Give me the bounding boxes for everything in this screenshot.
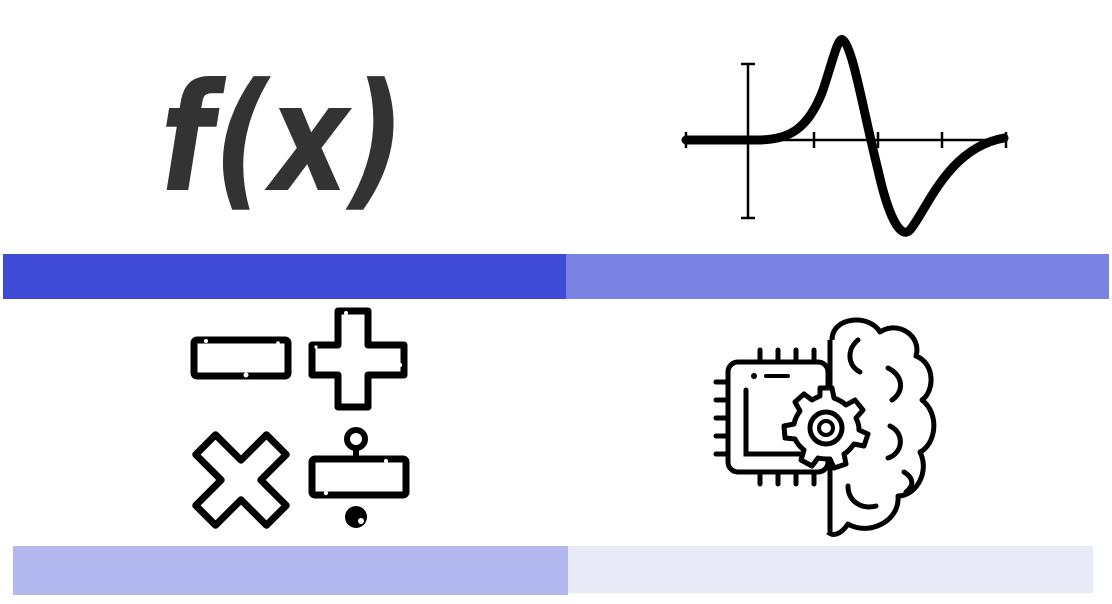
times-sign bbox=[192, 431, 290, 529]
color-band-4 bbox=[568, 546, 1093, 593]
fx-glyph-text: f(x) bbox=[160, 72, 405, 212]
gear-icon bbox=[781, 385, 871, 471]
color-band-3 bbox=[13, 546, 568, 595]
function-fx-svg: f(x) bbox=[160, 72, 405, 212]
waveform-curve bbox=[681, 35, 1009, 237]
waveform-graph-svg bbox=[681, 35, 1009, 237]
arithmetic-operators-svg bbox=[190, 307, 410, 529]
chip-trace bbox=[743, 387, 811, 457]
divide-sign bbox=[308, 427, 410, 528]
brain-folds bbox=[845, 337, 915, 510]
color-band-1 bbox=[3, 254, 566, 299]
ai-chip-brain-svg bbox=[713, 317, 937, 537]
waveform-graph-icon bbox=[678, 30, 1014, 244]
chip-dot bbox=[751, 373, 757, 379]
brain-outline bbox=[826, 317, 937, 537]
color-band-2 bbox=[566, 254, 1109, 299]
plus-sign bbox=[308, 307, 408, 411]
grunge-texture bbox=[204, 311, 403, 524]
minus-sign bbox=[190, 336, 292, 380]
arithmetic-operators-icon bbox=[186, 305, 416, 535]
function-fx-icon: f(x) bbox=[160, 72, 410, 212]
ai-chip-brain-icon bbox=[708, 310, 948, 545]
